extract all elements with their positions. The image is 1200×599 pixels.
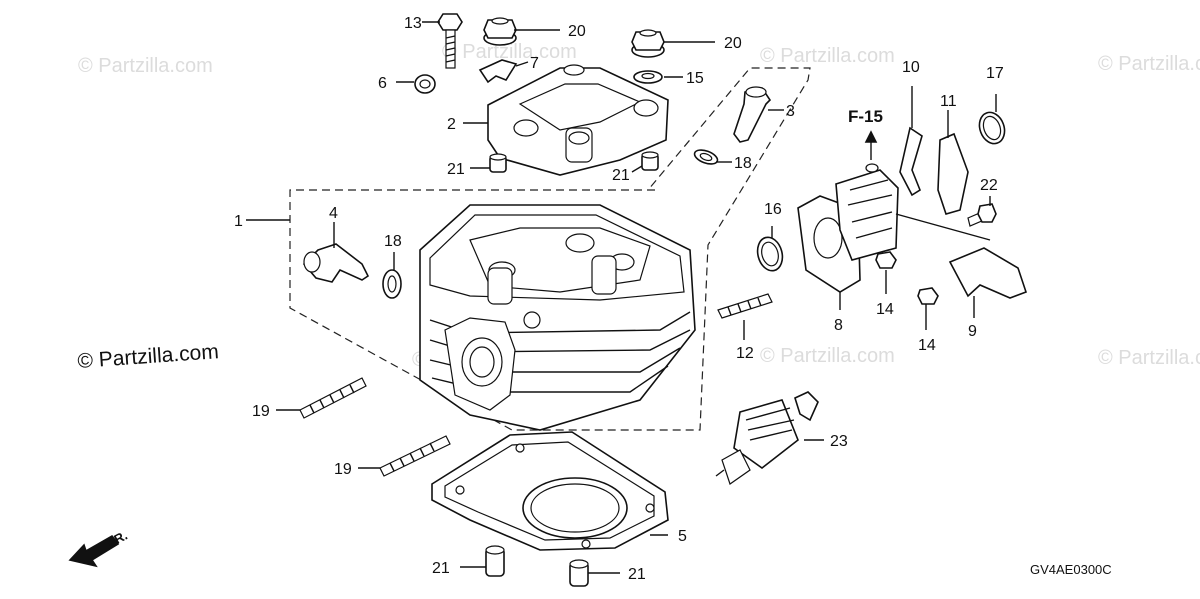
- watermark: © Partzilla.com: [1098, 347, 1200, 369]
- rocker-arm-holder: [487, 64, 669, 176]
- callout-12: 12: [736, 345, 754, 362]
- callout-10: 10: [902, 59, 920, 76]
- nut-20-left: [483, 17, 517, 46]
- callout-7: 7: [530, 55, 539, 72]
- callout-17: 17: [986, 65, 1004, 82]
- callout-6: 6: [378, 75, 387, 92]
- carburetor-insulator: [797, 163, 899, 293]
- callout-13: 13: [404, 15, 422, 32]
- reference-label: F-15: [848, 107, 883, 126]
- callout-20: 20: [568, 23, 586, 40]
- callout-14: 14: [876, 301, 894, 318]
- nut-20-right: [631, 29, 665, 58]
- spark-plug: [715, 391, 819, 485]
- front-direction-arrow: FR.: [68, 528, 130, 568]
- leader-lines: [246, 21, 997, 574]
- clamp-11: [937, 132, 969, 215]
- bolt-13: [437, 13, 463, 69]
- callout-16: 16: [764, 201, 782, 218]
- watermark: © Partzilla.com: [760, 345, 895, 367]
- diagram-code: GV4AE0300C: [1030, 562, 1112, 577]
- watermark: © Partzilla.com: [442, 41, 577, 63]
- callout-23: 23: [830, 433, 848, 450]
- dowel-21-lower-right: [569, 559, 589, 587]
- cylinder-head: [419, 204, 696, 431]
- plug-4: [302, 243, 370, 283]
- callout-9: 9: [968, 323, 977, 340]
- callout-18: 18: [734, 155, 752, 172]
- dowel-21-upper-left: [489, 153, 507, 173]
- o-ring-18-upper: [693, 149, 719, 165]
- callout-14: 14: [918, 337, 936, 354]
- seal-6: [414, 74, 436, 94]
- stud-19-upper: [299, 377, 367, 419]
- assembly-outlines: [289, 67, 811, 431]
- washer-15: [633, 70, 663, 84]
- callout-5: 5: [678, 528, 687, 545]
- callout-8: 8: [834, 317, 843, 334]
- clamp-10: [899, 126, 923, 197]
- callout-18: 18: [384, 233, 402, 250]
- bolt-3: [733, 86, 772, 143]
- callout-4: 4: [329, 205, 338, 222]
- callout-22: 22: [980, 177, 998, 194]
- watermarks: © Partzilla.com © Partzilla.com © Partzi…: [77, 41, 1200, 373]
- cylinder-head-gasket: [431, 431, 669, 551]
- callout-21: 21: [432, 560, 450, 577]
- dowel-21-lower-left: [485, 545, 505, 577]
- callout-3: 3: [786, 103, 795, 120]
- o-ring-17: [978, 111, 1006, 145]
- o-ring-18-lower: [382, 269, 402, 299]
- o-ring-16: [756, 236, 784, 272]
- callout-1: 1: [234, 213, 243, 230]
- watermark: © Partzilla.com: [1098, 53, 1200, 75]
- plate-7: [478, 59, 518, 84]
- callout-2: 2: [447, 116, 456, 133]
- watermark: © Partzilla.com: [78, 55, 213, 77]
- reference-arrow: F-15: [848, 107, 883, 160]
- nut-14-upper: [875, 251, 897, 269]
- stud-19-lower: [379, 435, 451, 477]
- bolt-22: [967, 203, 997, 227]
- dowel-21-upper-right: [641, 151, 659, 171]
- callout-19: 19: [334, 461, 352, 478]
- clamp-9: [895, 213, 1028, 299]
- stud-12: [717, 293, 773, 319]
- callout-11: 11: [940, 93, 957, 110]
- watermark-copyright: © Partzilla.com: [77, 340, 220, 373]
- watermark: © Partzilla.com: [760, 45, 895, 67]
- callout-19: 19: [252, 403, 270, 420]
- callout-15: 15: [686, 70, 704, 87]
- callout-21: 21: [628, 566, 646, 583]
- callout-20: 20: [724, 35, 742, 52]
- callouts: 13 20 20 6 7 15 2 3 21 21 18 1 4 18 16 8…: [234, 15, 1004, 583]
- callout-21: 21: [447, 161, 465, 178]
- callout-21: 21: [612, 167, 630, 184]
- nut-14-lower: [917, 287, 939, 305]
